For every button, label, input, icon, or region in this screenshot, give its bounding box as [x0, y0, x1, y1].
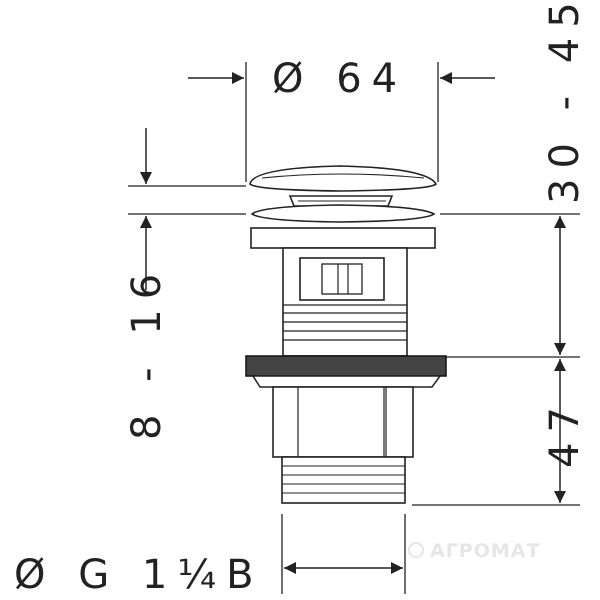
valve-body [250, 227, 436, 357]
side-range-label: 8 - 16 [124, 264, 170, 440]
watermark-logo-icon [408, 542, 424, 558]
threaded-tail [281, 456, 406, 504]
flange [245, 355, 447, 388]
extension-lines [128, 62, 580, 594]
top-range-label: 30 - 45 [542, 0, 588, 204]
thread-label: Ø G 1¼B [14, 552, 264, 598]
watermark-text: АГРОМАТ [430, 540, 540, 562]
watermark: АГРОМАТ [408, 540, 540, 562]
body-height-label: 47 [542, 397, 588, 468]
nut [272, 386, 414, 458]
dimension-arrows [140, 72, 566, 574]
cap-diameter-label: Ø 64 [272, 56, 407, 102]
cap [249, 165, 437, 223]
